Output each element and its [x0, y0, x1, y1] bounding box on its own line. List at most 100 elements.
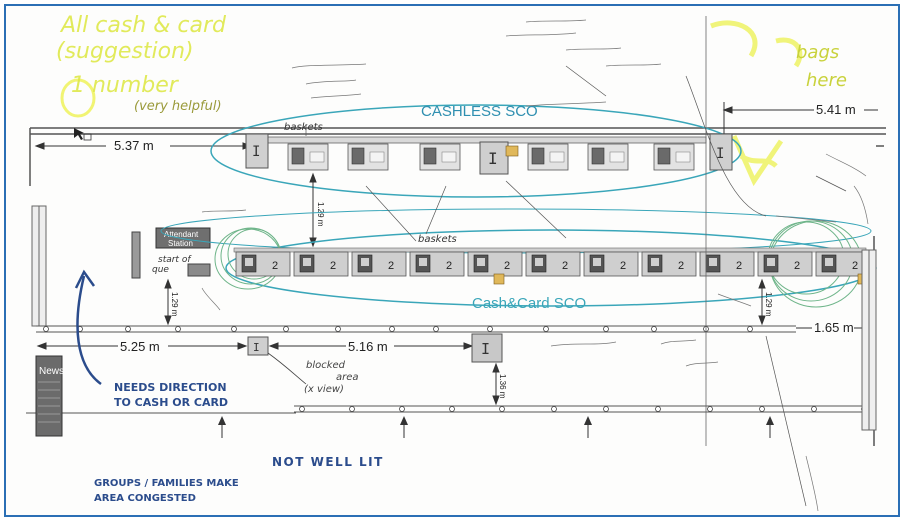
lane-number: 2 — [620, 260, 626, 272]
rail-posts-mid — [43, 326, 753, 332]
note-que: que — [152, 265, 169, 275]
dimension-label-vertical-right: 1.29 m — [764, 292, 773, 317]
cashless-sco-unit — [347, 143, 389, 171]
entry-arrow — [584, 416, 592, 438]
right-wall-detail — [861, 249, 877, 431]
lane-number: 2 — [562, 260, 568, 272]
lane-number: 2 — [852, 260, 858, 272]
pencil-scribbles — [201, 19, 869, 512]
news-stand: News — [35, 355, 64, 437]
cashcard-sco-unit: 2 — [583, 251, 639, 277]
note-baskets-mid: baskets — [418, 234, 457, 245]
rail-post — [349, 406, 355, 412]
cashcard-sco-unit: 2 — [525, 251, 581, 277]
cashless-sco-unit — [287, 143, 329, 171]
rail-post — [499, 406, 505, 412]
rail-post — [759, 406, 765, 412]
needs-direction-arrow — [74, 269, 102, 386]
barrier-rail-mid — [36, 325, 796, 333]
cashcard-sco-unit: 2 — [815, 251, 871, 277]
rail-post — [231, 326, 237, 332]
lane-number: 2 — [794, 260, 800, 272]
cashcard-sco-unit: 2 — [699, 251, 755, 277]
column-mid-center: I — [471, 333, 503, 363]
note-groups-families-1: GROUPS / FAMILIES MAKE — [94, 478, 239, 489]
dimension-label-mid-center: 5.16 m — [348, 339, 388, 354]
highlighter-note-top-left — [60, 78, 96, 118]
rail-post — [811, 406, 817, 412]
rail-post — [655, 406, 661, 412]
svg-text:I: I — [481, 340, 490, 358]
entry-arrow — [400, 416, 408, 438]
dimension-label-mid-left: 5.25 m — [120, 339, 160, 354]
cashless-zone-ellipse — [210, 104, 742, 198]
dimension-label-vertical-bottom: 1.36 m — [498, 374, 507, 399]
lane-number: 2 — [446, 260, 452, 272]
svg-text:I: I — [488, 149, 498, 168]
attendant-station: Attendant Station — [131, 227, 211, 279]
attendant-station-label-2: Station — [168, 239, 193, 248]
svg-text:I: I — [252, 144, 260, 160]
rail-post — [433, 326, 439, 332]
cashless-sco-unit — [419, 143, 461, 171]
rail-post — [335, 326, 341, 332]
cashcard-counter — [233, 247, 867, 253]
rail-post — [487, 326, 493, 332]
cashless-zone-title: CASHLESS SCO — [421, 103, 538, 120]
cashless-units — [287, 143, 695, 171]
rail-post — [399, 406, 405, 412]
rail-post — [389, 326, 395, 332]
dimension-label-vertical-left: 1.29 m — [170, 292, 179, 317]
column-top-mid: I — [479, 141, 519, 175]
note-not-well-lit: NOT WELL LIT — [272, 455, 384, 469]
dimension-vertical-bottom — [492, 362, 500, 406]
dimension-vertical-left — [164, 278, 172, 326]
column-top-right: I — [709, 133, 733, 171]
amber-marker — [493, 273, 505, 285]
note-suggestion: (suggestion) — [56, 39, 194, 64]
blocked-area-pointer — [267, 352, 307, 385]
rail-post — [175, 326, 181, 332]
cashcard-sco-unit: 2 — [235, 251, 291, 277]
cashless-sco-unit — [653, 143, 695, 171]
cashcard-sco-unit: 2 — [641, 251, 697, 277]
rail-post — [299, 406, 305, 412]
rail-post — [651, 326, 657, 332]
cashcard-sco-unit: 2 — [757, 251, 813, 277]
note-baskets-top: baskets — [284, 122, 323, 133]
note-bags: bags — [796, 42, 839, 63]
diagram-frame: All cash & card (suggestion) 1 number (v… — [4, 4, 900, 517]
note-one-number: 1 number — [71, 73, 180, 98]
pencil-pointer-lines — [305, 65, 847, 507]
dimension-label-right: 1.65 m — [814, 320, 854, 335]
note-all-cash-card: All cash & card — [59, 13, 227, 38]
cashcard-sco-unit: 2 — [293, 251, 349, 277]
cashless-sco-unit — [527, 143, 569, 171]
lane-number: 2 — [388, 260, 394, 272]
note-blocked: blocked — [306, 360, 346, 371]
lane-number: 2 — [272, 260, 278, 272]
note-here: here — [806, 70, 847, 91]
column-mid-left: I — [247, 336, 269, 356]
entry-arrow — [766, 416, 774, 438]
dimension-label-top-left: 5.37 m — [114, 138, 154, 153]
note-area: area — [336, 372, 359, 383]
lane-number: 2 — [504, 260, 510, 272]
rail-post — [543, 326, 549, 332]
note-needs-direction-2: TO CASH OR CARD — [114, 396, 228, 409]
barrier-rail-bottom — [294, 405, 872, 413]
note-groups-families-2: AREA CONGESTED — [94, 493, 196, 504]
entry-arrows — [218, 416, 774, 438]
dimension-label-top-right: 5.41 m — [816, 102, 856, 117]
rail-post — [283, 326, 289, 332]
rail-post — [707, 406, 713, 412]
note-needs-direction-1: NEEDS DIRECTION — [114, 381, 227, 394]
lane-number: 2 — [678, 260, 684, 272]
rail-post — [747, 326, 753, 332]
entry-arrow — [218, 416, 226, 438]
rail-post — [43, 326, 49, 332]
dimension-vertical-right — [758, 278, 766, 326]
attendant-station-label-1: Attendant — [164, 230, 199, 239]
lane-number: 2 — [330, 260, 336, 272]
svg-text:I: I — [716, 146, 724, 162]
